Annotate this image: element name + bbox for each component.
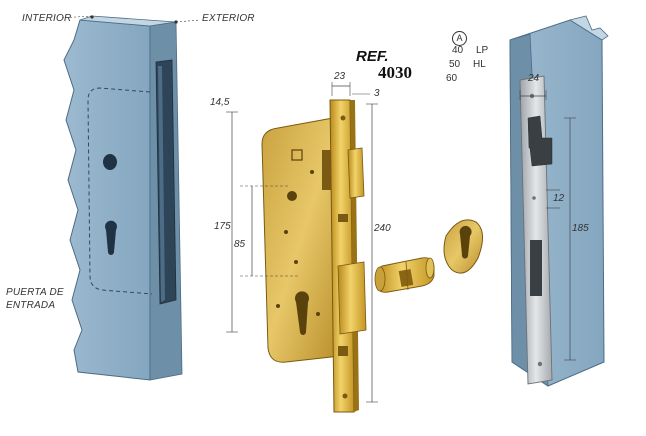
lock-outline-dashed <box>87 87 153 295</box>
lock-case <box>261 117 341 363</box>
code-hl: HL <box>473 59 486 70</box>
faceplate <box>329 99 355 413</box>
dim-strike-height: 185 <box>572 223 589 234</box>
backset-value-40: 40 <box>452 45 464 56</box>
strike-latch-opening <box>527 115 553 167</box>
door-face <box>63 19 151 381</box>
dim-strike-width: 24 <box>528 73 540 84</box>
dim-240: 240 <box>374 223 391 234</box>
dim-strike-gap: 12 <box>553 193 565 204</box>
dead-bolt <box>337 261 367 335</box>
dim-85: 85 <box>234 239 246 250</box>
exterior-label: EXTERIOR <box>202 13 255 24</box>
cylinder-hole <box>105 220 117 255</box>
door-frame <box>509 15 609 387</box>
door-label-line1: PUERTA DE <box>6 287 64 298</box>
entrance-door <box>59 15 201 381</box>
strike-bolt-opening <box>530 240 542 296</box>
interior-label: INTERIOR <box>22 13 72 24</box>
dim-175: 175 <box>214 221 231 232</box>
lock-cylinder-hole <box>295 291 309 335</box>
dim-faceplate-thickness: 3 <box>374 88 380 99</box>
door-label-line2: ENTRADA <box>6 300 56 311</box>
lock-spindle-hole <box>287 191 297 201</box>
dim-faceplate-width: 23 <box>334 71 346 82</box>
euro-cylinder <box>374 257 435 293</box>
reference-prefix: REF. <box>356 48 389 65</box>
dim-top-offset: 14,5 <box>210 97 230 108</box>
latch-bolt <box>347 147 365 199</box>
spindle-hole <box>103 154 117 170</box>
reference-number: 4030 <box>378 63 412 82</box>
backset-value-60: 60 <box>446 73 458 84</box>
code-lp: LP <box>476 45 489 56</box>
backset-value-50: 50 <box>449 59 461 70</box>
escutcheon <box>443 219 483 274</box>
backset-marker: A <box>452 31 467 46</box>
mortise-lock <box>226 82 378 413</box>
